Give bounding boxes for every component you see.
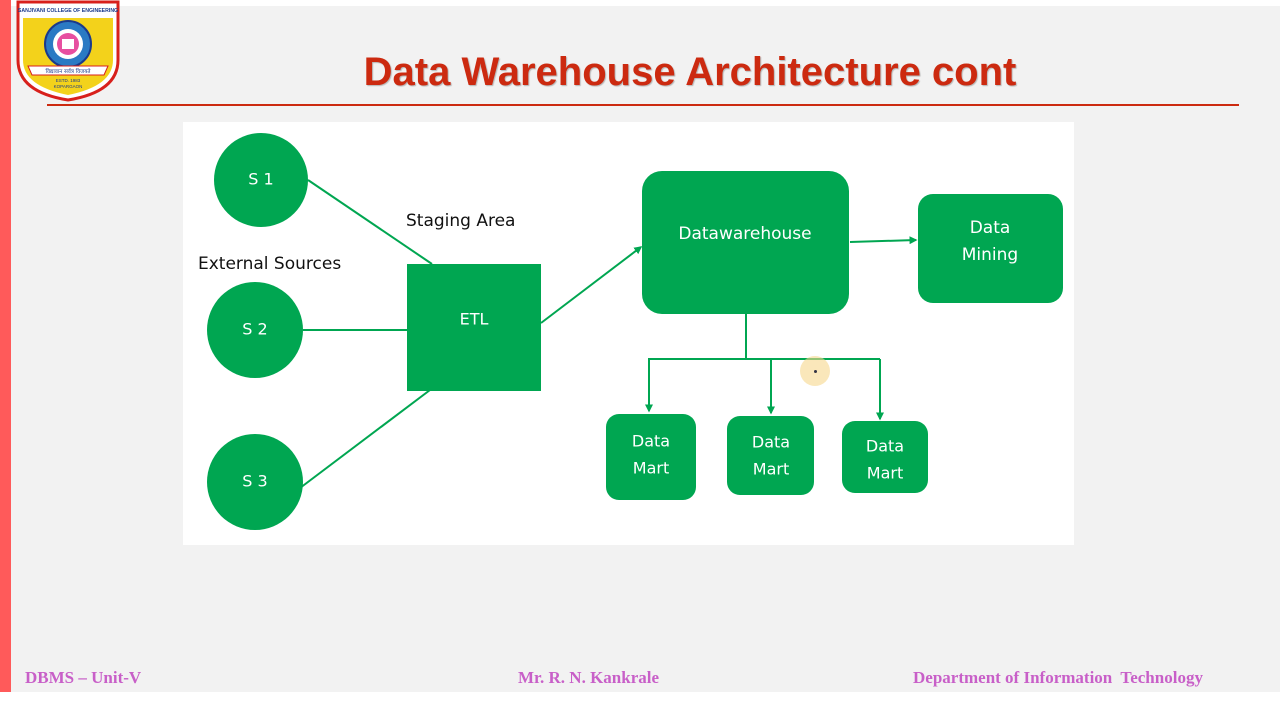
top-strip [11,0,1280,6]
footer-course: DBMS – Unit-V [25,668,142,687]
data-mart-node-3: Data Mart [842,421,928,493]
logo-text-name: SANJIVANI COLLEGE OF ENGINEERING [18,8,118,14]
source-node-s1: S 1 [214,133,308,227]
logo-text-location: KOPARGAON [54,84,83,89]
source-node-s3: S 3 [207,434,303,530]
data-mart-2-label-line1: Data [752,433,790,452]
data-mining-label-line2: Mining [962,245,1018,265]
title-divider [47,104,1239,106]
source-node-s2: S 2 [207,282,303,378]
slide-title: Data Warehouse Architecture cont [363,50,1017,94]
data-mining-label-line1: Data [970,218,1011,238]
data-mart-3-label-line1: Data [866,437,904,456]
datawarehouse-node: Datawarehouse [642,171,849,314]
etl-to-warehouse-arrow [540,246,643,324]
data-mart-node-2: Data Mart [727,416,814,495]
footer-department: Department of Information Technology [913,668,1203,687]
source-label-s3: S 3 [242,472,267,491]
etl-label: ETL [460,310,489,329]
external-sources-label: External Sources [198,254,341,274]
logo-text-motto: विद्यावान सर्वत्र विजयते [45,68,91,75]
s1-to-etl-line [307,179,433,265]
source-label-s2: S 2 [242,320,267,339]
data-mart-1-label-line1: Data [632,432,670,451]
datawarehouse-label: Datawarehouse [678,224,811,244]
left-accent-bar [0,0,11,720]
college-logo: SANJIVANI COLLEGE OF ENGINEERING विद्याव… [16,0,120,102]
bottom-strip [0,692,1280,720]
source-label-s1: S 1 [248,170,273,189]
pointer-dot [814,370,817,373]
footer-author: Mr. R. N. Kankrale [518,668,660,687]
logo-text-estd: ESTD. 1983 [56,78,81,83]
data-mart-2-label-line2: Mart [753,460,789,479]
data-mart-node-1: Data Mart [606,414,696,500]
data-mart-1-label-line2: Mart [633,459,669,478]
s3-to-etl-line [299,389,431,489]
staging-area-label: Staging Area [406,211,515,231]
architecture-diagram: S 1 S 2 S 3 External Sources Staging Are… [183,122,1074,545]
warehouse-to-mining-arrow [849,236,918,245]
data-mart-3-label-line2: Mart [867,464,903,483]
data-mining-node: Data Mining [918,194,1063,303]
etl-node: ETL [407,264,541,391]
